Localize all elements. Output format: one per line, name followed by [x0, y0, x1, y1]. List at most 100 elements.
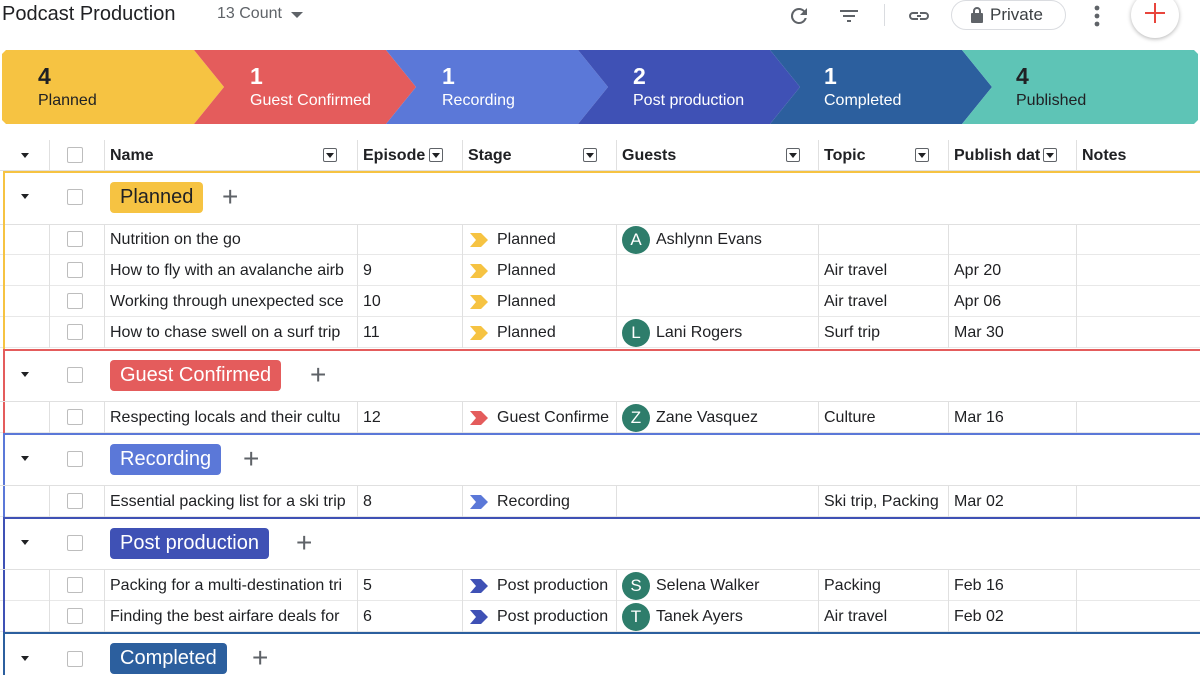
cell-guests[interactable] — [622, 286, 817, 317]
cell-topic[interactable]: Culture — [824, 408, 876, 426]
cell-guests[interactable]: A Ashlynn Evans — [622, 224, 817, 255]
table-row[interactable]: Finding the best airfare deals for 6 Pos… — [0, 601, 1200, 632]
cell-topic[interactable]: Air travel — [824, 261, 888, 279]
cell-name[interactable]: Packing for a multi-destination tri — [110, 576, 343, 594]
cell-guests[interactable] — [622, 255, 817, 286]
column-menu-icon[interactable] — [323, 148, 337, 162]
cell-guests[interactable]: T Tanek Ayers — [622, 601, 817, 632]
column-header-notes[interactable]: Notes — [1076, 140, 1200, 171]
column-menu-icon[interactable] — [1043, 148, 1057, 162]
cell-topic[interactable]: Packing — [824, 576, 881, 594]
cell-stage[interactable]: Recording — [470, 486, 615, 517]
table-row[interactable]: Nutrition on the go Planned A Ashlynn Ev… — [0, 224, 1200, 255]
cell-topic[interactable]: Air travel — [824, 292, 888, 310]
cell-stage[interactable]: Planned — [470, 224, 615, 255]
pipeline-stage-published[interactable]: 4 Published — [1016, 62, 1086, 112]
cell-guests[interactable]: Z Zane Vasquez — [622, 402, 817, 433]
group-checkbox[interactable] — [67, 451, 83, 467]
cell-name[interactable]: Nutrition on the go — [110, 230, 241, 248]
cell-stage[interactable]: Post production — [470, 570, 615, 601]
cell-publish-date[interactable]: Mar 16 — [954, 408, 1004, 426]
pipeline-stage-completed[interactable]: 1 Completed — [824, 62, 901, 112]
group-checkbox[interactable] — [67, 651, 83, 667]
cell-topic[interactable]: Ski trip, Packing — [824, 492, 939, 510]
cell-name[interactable]: Essential packing list for a ski trip — [110, 492, 346, 510]
cell-episode[interactable]: 11 — [363, 323, 380, 341]
cell-publish-date[interactable]: Feb 02 — [954, 607, 1004, 625]
column-header-guests[interactable]: Guests — [616, 140, 818, 171]
cell-publish-date[interactable]: Mar 30 — [954, 323, 1004, 341]
group-add-icon[interactable]: + — [243, 443, 260, 474]
group-chip-guest-confirmed[interactable]: Guest Confirmed — [110, 360, 282, 391]
cell-stage[interactable]: Guest Confirme — [470, 402, 615, 433]
column-header-publish-date[interactable]: Publish dat — [948, 140, 1076, 171]
group-collapse-caret-icon[interactable] — [21, 194, 29, 199]
cell-stage[interactable]: Planned — [470, 286, 615, 317]
private-button[interactable]: Private — [951, 0, 1066, 30]
pipeline-stage-post-production[interactable]: 2 Post production — [633, 62, 744, 112]
group-add-icon[interactable]: + — [252, 642, 269, 673]
more-vert-icon[interactable] — [1083, 2, 1111, 30]
row-checkbox[interactable] — [67, 577, 83, 593]
pipeline-stage-guest-confirmed[interactable]: 1 Guest Confirmed — [250, 62, 371, 112]
group-add-icon[interactable]: + — [310, 359, 327, 390]
column-menu-icon[interactable] — [429, 148, 443, 162]
group-chip-completed[interactable]: Completed — [110, 643, 227, 674]
cell-publish-date[interactable]: Feb 16 — [954, 576, 1004, 594]
group-checkbox[interactable] — [67, 367, 83, 383]
cell-episode[interactable]: 5 — [363, 576, 372, 594]
pipeline-stage-recording[interactable]: 1 Recording — [442, 62, 515, 112]
cell-publish-date[interactable]: Apr 06 — [954, 292, 1002, 310]
group-add-icon[interactable]: + — [296, 527, 313, 558]
column-header-episode[interactable]: Episode — [357, 140, 462, 171]
link-icon[interactable] — [905, 2, 933, 30]
cell-topic[interactable]: Surf trip — [824, 323, 881, 341]
group-add-icon[interactable]: + — [222, 181, 239, 212]
group-collapse-caret-icon[interactable] — [21, 372, 29, 377]
pipeline-stage-planned[interactable]: 4 Planned — [38, 62, 97, 112]
cell-episode[interactable]: 8 — [363, 492, 372, 510]
table-row[interactable]: Essential packing list for a ski trip 8 … — [0, 486, 1200, 517]
table-row[interactable]: Packing for a multi-destination tri 5 Po… — [0, 570, 1200, 601]
cell-episode[interactable]: 10 — [363, 292, 381, 310]
refresh-icon[interactable] — [785, 2, 813, 30]
column-header-stage[interactable]: Stage — [462, 140, 616, 171]
cell-episode[interactable] — [363, 224, 461, 255]
cell-name[interactable]: How to fly with an avalanche airb — [110, 261, 344, 279]
group-chip-post-production[interactable]: Post production — [110, 528, 269, 559]
chevron-down-icon[interactable] — [291, 12, 303, 18]
row-checkbox[interactable] — [67, 293, 83, 309]
cell-episode[interactable]: 12 — [363, 408, 381, 426]
row-checkbox[interactable] — [67, 231, 83, 247]
select-all-checkbox[interactable] — [67, 147, 83, 163]
cell-publish-date[interactable]: Apr 20 — [954, 261, 1002, 279]
cell-stage[interactable]: Planned — [470, 255, 615, 286]
column-header-topic[interactable]: Topic — [818, 140, 948, 171]
count-selector[interactable]: 13 Count — [217, 5, 282, 22]
collapse-all-caret-icon[interactable] — [21, 153, 29, 158]
column-menu-icon[interactable] — [786, 148, 800, 162]
cell-name[interactable]: How to chase swell on a surf trip — [110, 323, 341, 341]
group-checkbox[interactable] — [67, 189, 83, 205]
group-collapse-caret-icon[interactable] — [21, 540, 29, 545]
group-chip-planned[interactable]: Planned — [110, 182, 204, 213]
row-checkbox[interactable] — [67, 262, 83, 278]
cell-name[interactable]: Working through unexpected sce — [110, 292, 344, 310]
table-row[interactable]: How to fly with an avalanche airb 9 Plan… — [0, 255, 1200, 286]
table-row[interactable]: How to chase swell on a surf trip 11 Pla… — [0, 317, 1200, 348]
row-checkbox[interactable] — [67, 493, 83, 509]
cell-name[interactable]: Finding the best airfare deals for — [110, 607, 340, 625]
cell-guests[interactable] — [622, 486, 817, 517]
table-row[interactable]: Respecting locals and their cultu 12 Gue… — [0, 402, 1200, 433]
cell-guests[interactable]: S Selena Walker — [622, 570, 817, 601]
cell-publish-date[interactable]: Mar 02 — [954, 492, 1004, 510]
cell-episode[interactable]: 6 — [363, 607, 372, 625]
cell-name[interactable]: Respecting locals and their cultu — [110, 408, 341, 426]
cell-stage[interactable]: Post production — [470, 601, 615, 632]
cell-topic[interactable]: Air travel — [824, 607, 888, 625]
column-menu-icon[interactable] — [583, 148, 597, 162]
cell-publish-date[interactable] — [954, 224, 1075, 255]
column-menu-icon[interactable] — [915, 148, 929, 162]
row-checkbox[interactable] — [67, 608, 83, 624]
group-chip-recording[interactable]: Recording — [110, 444, 222, 475]
